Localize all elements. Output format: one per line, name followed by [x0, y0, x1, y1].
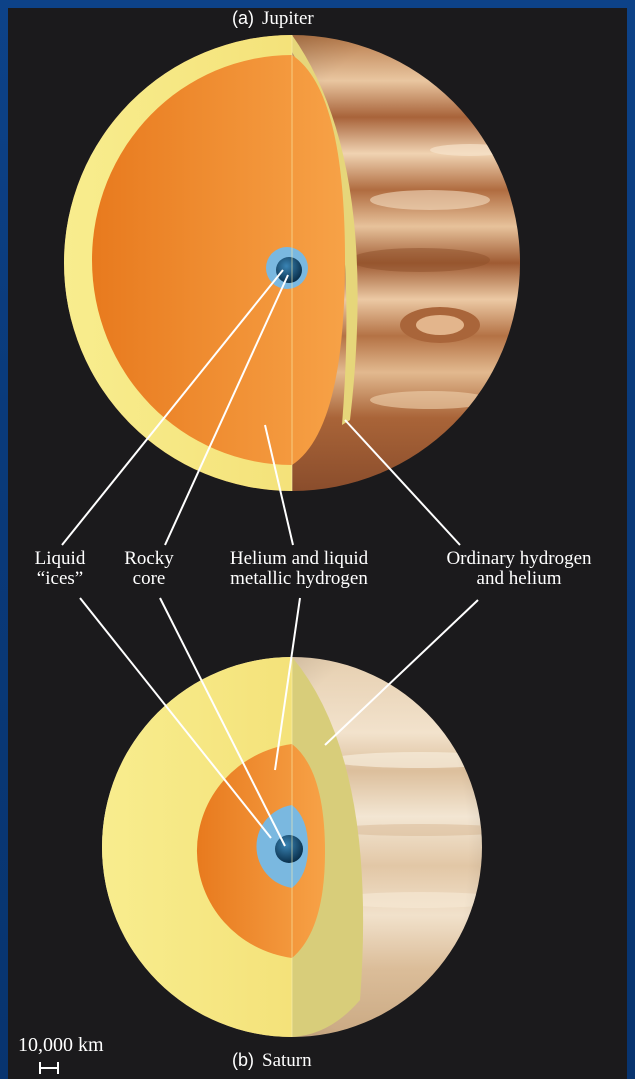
label-liquid-ices: Liquid “ices” — [20, 549, 100, 589]
scale-bar-label: 10,000 km — [18, 1034, 104, 1057]
jupiter-cutaway — [64, 0, 635, 600]
scale-bar — [40, 1062, 58, 1074]
label-liquid-ices-line2: “ices” — [20, 569, 100, 589]
caption-jupiter: (a) Jupiter — [232, 8, 314, 30]
caption-jupiter-letter: (a) — [232, 8, 254, 28]
label-metallic-hydrogen-line1: Helium and liquid — [198, 549, 400, 569]
caption-jupiter-name: Jupiter — [262, 8, 314, 29]
caption-saturn-name: Saturn — [262, 1050, 312, 1071]
jupiter-rocky-core — [276, 257, 302, 283]
label-rocky-core-line1: Rocky — [108, 549, 190, 569]
caption-saturn-letter: (b) — [232, 1050, 254, 1070]
label-metallic-hydrogen: Helium and liquid metallic hydrogen — [198, 549, 400, 589]
label-ordinary-hydrogen-line2: and helium — [410, 569, 628, 589]
label-ordinary-hydrogen-line1: Ordinary hydrogen — [410, 549, 628, 569]
label-metallic-hydrogen-line2: metallic hydrogen — [198, 569, 400, 589]
label-liquid-ices-line1: Liquid — [20, 549, 100, 569]
label-ordinary-hydrogen: Ordinary hydrogen and helium — [410, 549, 628, 589]
saturn-rocky-core — [275, 835, 303, 863]
caption-saturn: (b) Saturn — [232, 1050, 312, 1072]
label-rocky-core: Rocky core — [108, 549, 190, 589]
label-rocky-core-line2: core — [108, 569, 190, 589]
